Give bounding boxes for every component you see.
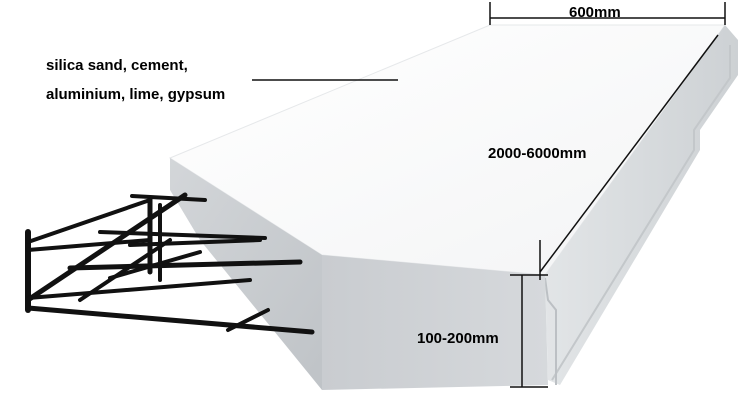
- thickness-label: 100-200mm: [417, 330, 499, 347]
- material-line-1: silica sand, cement,: [46, 57, 188, 74]
- tongue-groove-line: [551, 45, 731, 381]
- panel-side-face: [545, 25, 738, 385]
- material-line-2: aluminium, lime, gypsum: [46, 86, 226, 103]
- length-dimension-marker: [539, 34, 719, 280]
- length-label: 2000-6000mm: [488, 145, 587, 162]
- thickness-dimension-marker: [510, 274, 548, 388]
- panel-front-face: [322, 255, 548, 390]
- tongue-groove-line-2: [544, 277, 557, 385]
- width-label: 600mm: [569, 4, 621, 21]
- width-dimension-marker: [489, 2, 726, 25]
- rebar-mesh: [25, 192, 315, 335]
